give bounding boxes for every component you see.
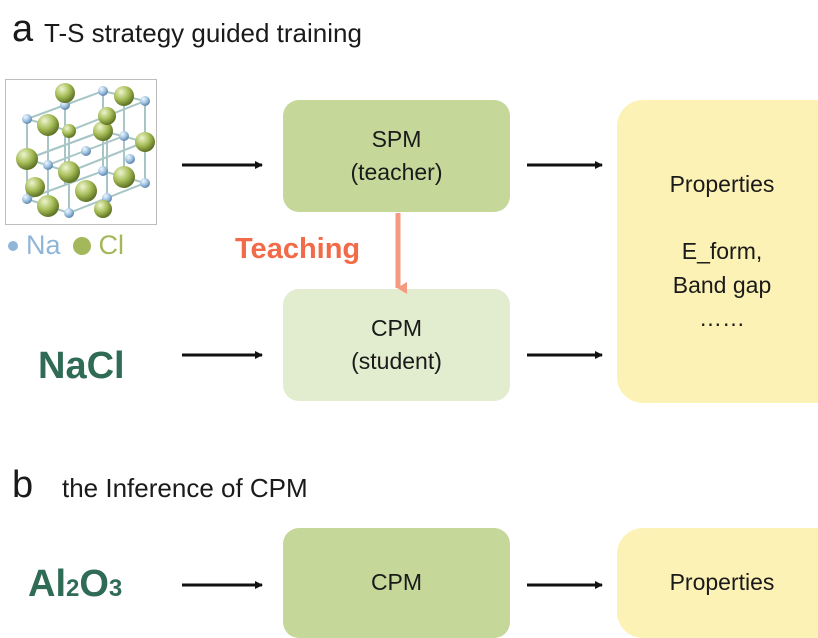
teaching-label: Teaching	[235, 233, 361, 265]
na-legend-label: Na	[26, 230, 61, 260]
cl-legend-label: Cl	[98, 230, 125, 260]
al2o3-formula: Al2O3	[28, 563, 122, 606]
panel-b-title: the Inference of CPM	[62, 473, 308, 503]
nacl-crystal-image	[5, 79, 157, 225]
cl-legend-dot	[72, 236, 91, 255]
cpm-student-box: CPM (student)	[283, 289, 510, 401]
teacher-label: (teacher)	[350, 159, 443, 185]
nacl-formula: NaCl	[38, 345, 125, 387]
panel-a-letter: a	[12, 8, 34, 50]
panel-b-letter: b	[12, 464, 34, 506]
panel-a-title: T-S strategy guided training	[44, 18, 362, 48]
properties-title-a: Properties	[669, 170, 775, 197]
na-legend-dot	[8, 240, 18, 251]
spm-label: SPM	[371, 125, 422, 152]
property-band-gap: Band gap	[672, 271, 772, 298]
formula-subscript-3: 3	[108, 575, 123, 602]
properties-box-a: Properties E_form, Band gap ……	[617, 100, 818, 403]
properties-box-b: Properties	[617, 528, 818, 638]
formula-element-o: O	[79, 563, 109, 605]
cpm-inference-box: CPM	[283, 528, 510, 638]
cpm-label: CPM	[370, 314, 423, 341]
legend: Na Cl	[8, 230, 124, 261]
property-e-form: E_form,	[681, 238, 763, 265]
student-label: (student)	[351, 348, 442, 374]
spm-teacher-box: SPM (teacher)	[283, 100, 510, 212]
cpm-inference-label: CPM	[370, 569, 423, 596]
formula-element-al: Al	[28, 563, 66, 605]
formula-subscript-2: 2	[66, 575, 80, 602]
property-ellipsis: ……	[699, 304, 745, 331]
properties-title-b: Properties	[669, 569, 775, 596]
